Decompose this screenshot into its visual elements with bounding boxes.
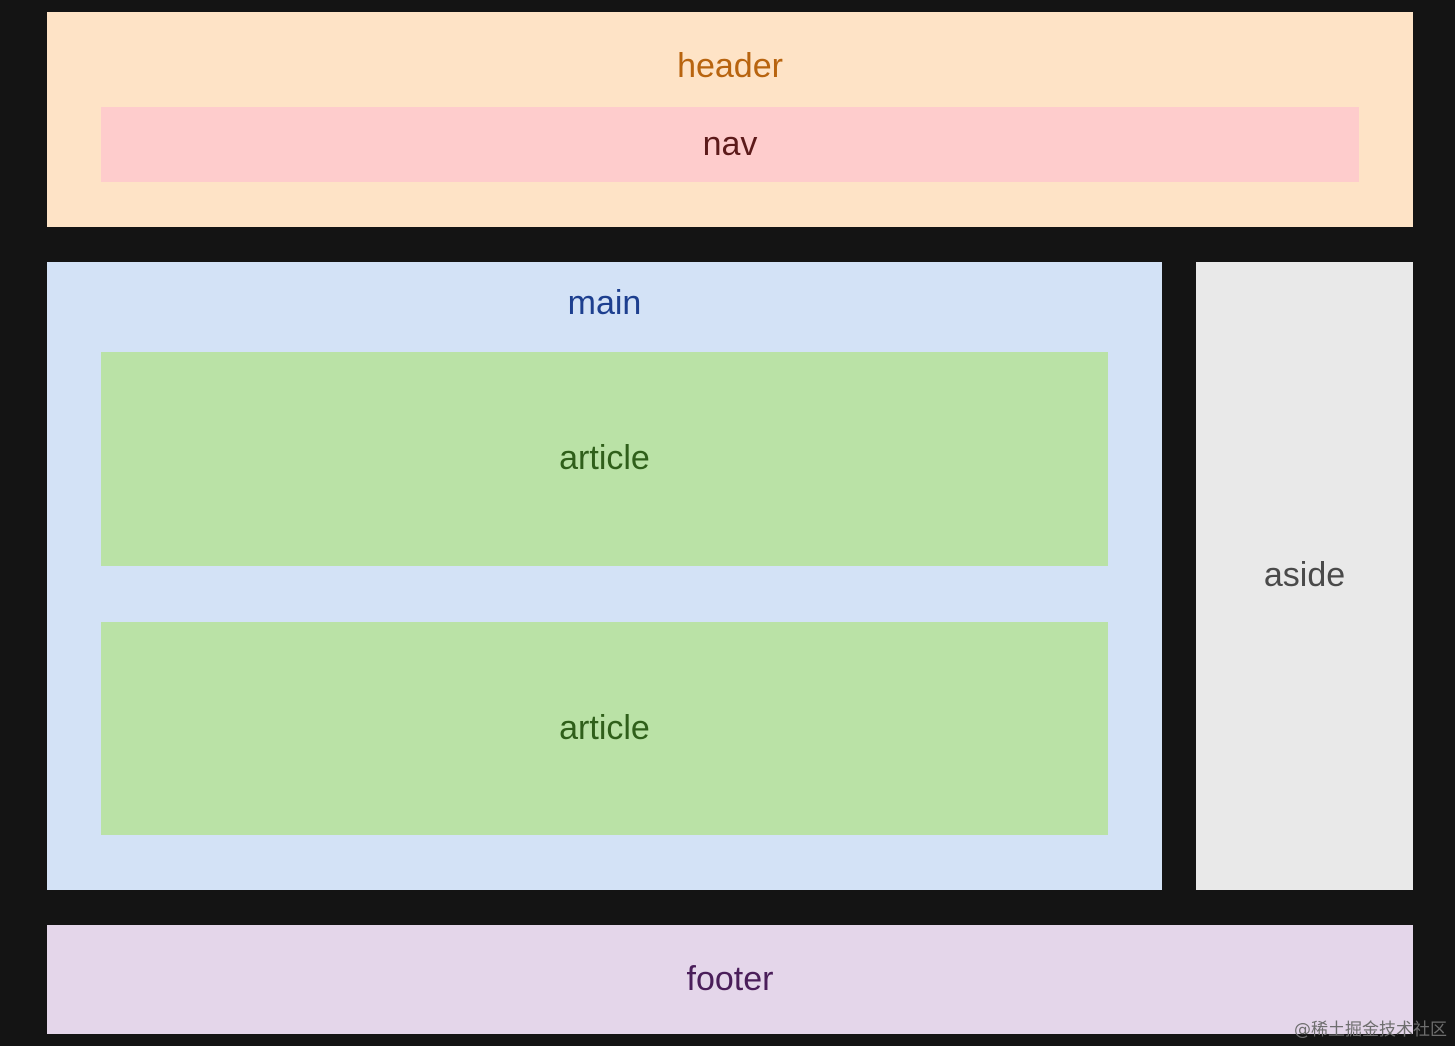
footer-box: footer — [47, 925, 1413, 1034]
article-label-2: article — [559, 709, 650, 747]
watermark-text: @稀土掘金技术社区 — [1294, 1020, 1447, 1040]
main-label: main — [567, 284, 642, 322]
aside-label: aside — [1263, 556, 1346, 594]
article-box-2: article — [101, 622, 1108, 835]
article-box-1: article — [101, 352, 1108, 566]
nav-box: nav — [101, 107, 1359, 182]
article-label-1: article — [559, 439, 650, 477]
aside-box: aside — [1196, 262, 1413, 890]
header-label: header — [677, 47, 783, 85]
footer-label: footer — [686, 960, 774, 998]
nav-label: nav — [702, 125, 758, 163]
